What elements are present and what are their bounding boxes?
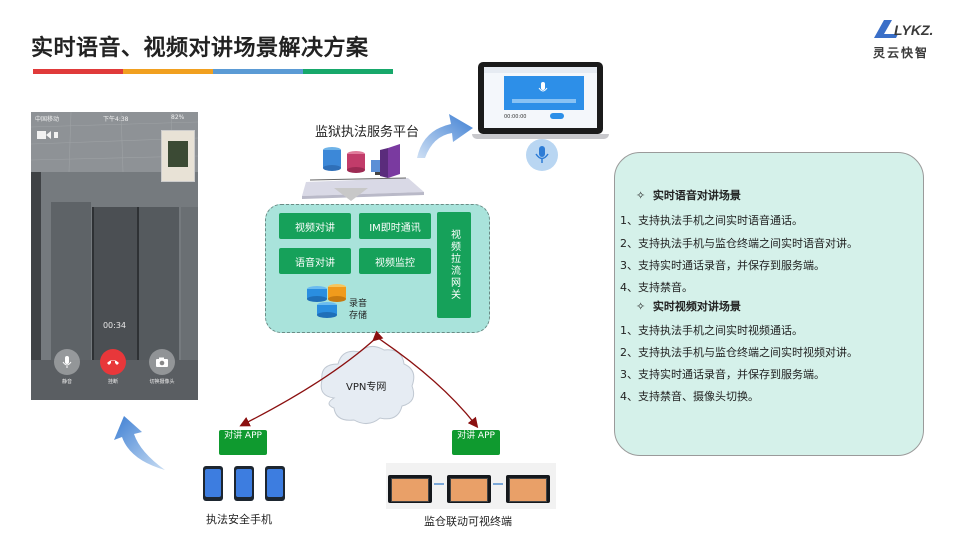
switch-camera-label: 切换摄像头 [149,379,175,385]
logo-text: 灵云快智 [873,46,930,60]
laptop-monitor: 00:00:00 [472,62,609,140]
curved-arrow-right-icon [417,114,473,158]
hang-up-button[interactable] [100,349,126,375]
page-title: 实时语音、视频对讲场景解决方案 [31,36,369,61]
laptop-screen: 00:00:00 [484,67,597,128]
mute-label: 静音 [61,379,72,385]
storage-database-icon [307,284,346,318]
storage-label: 录音存储 [349,299,368,321]
im-node[interactable]: IM即时通讯 [359,213,431,239]
hang-up-label: 挂断 [107,379,118,385]
pip-preview[interactable] [161,130,195,182]
mute-button[interactable] [54,349,80,375]
title-underline-red [33,69,123,74]
title-underline-orange [123,69,213,74]
logo-mark-text: LYKZ. [894,22,933,38]
terminal-intercom-app-badge[interactable]: 对讲 APP [452,430,500,455]
link-to-phone-app [239,330,384,427]
bullet-icon: ✧ [636,300,646,313]
bullet-icon: ✧ [636,189,646,202]
hang-up-icon [107,360,119,365]
voice-item-1: 1、支持执法手机之间实时语音通话。 [620,214,803,227]
voice-panel [504,76,584,110]
microphone-icon [62,356,72,368]
laptop-call-button[interactable] [550,113,564,119]
video-intercom-node[interactable]: 视频对讲 [279,213,351,239]
clock-text: 下午4:38 [103,116,129,123]
scenario-info-box [614,152,924,456]
phone-intercom-app-badge[interactable]: 对讲 APP [219,430,267,455]
switch-camera-button[interactable] [149,349,175,375]
call-duration: 00:34 [102,321,127,330]
platform-title: 监狱执法服务平台 [315,125,420,140]
server-cluster-icon [302,144,424,199]
phone-status-bar: 中国移动 下午4:38 82% [31,112,198,124]
voice-item-2: 2、支持执法手机与监仓终端之间实时语音对讲。 [620,237,858,250]
title-underline-blue [213,69,303,74]
video-item-3: 3、支持实时通话录音，并保存到服务端。 [620,368,825,381]
down-arrow-icon [334,188,368,201]
laptop-time: 00:00:00 [504,114,527,120]
carrier-text: 中国移动 [35,116,60,123]
company-logo-icon: LYKZ. [874,20,933,38]
camera-icon [156,357,168,367]
title-underline-green [303,69,393,74]
video-item-1: 1、支持执法手机之间实时视频通话。 [620,324,803,337]
voice-intercom-node[interactable]: 语音对讲 [279,248,351,274]
video-camera-icon[interactable] [37,130,59,140]
phone-caption: 执法安全手机 [206,513,272,526]
voice-input-badge[interactable] [526,139,558,171]
video-scenario-heading: ✧ 实时视频对讲场景 [636,300,741,313]
voice-item-4: 4、支持禁音。 [620,281,693,294]
link-to-terminal-app [377,337,479,429]
voice-scenario-heading: ✧ 实时语音对讲场景 [636,189,741,202]
laptop-microphone-icon [538,82,548,92]
curved-arrow-up-icon [114,416,165,470]
video-item-2: 2、支持执法手机与监仓终端之间实时视频对讲。 [620,346,858,359]
phone-call-screenshot: 中国移动 下午4:38 82% 00:34 静音 挂断 切换摄像头 [31,112,198,400]
video-item-4: 4、支持禁音、摄像头切换。 [620,390,759,403]
battery-text: 82% [171,114,185,121]
streaming-gateway-node[interactable]: 视频拉流网关 [437,212,471,318]
law-enforcement-phones [198,463,295,505]
microphone-icon [535,146,549,163]
video-monitor-node[interactable]: 视频监控 [359,248,431,274]
voice-item-3: 3、支持实时通话录音，并保存到服务端。 [620,259,825,272]
pip-picture-frame [168,141,188,167]
terminal-caption: 监仓联动可视终端 [424,515,512,528]
cell-visual-terminals [386,463,556,509]
